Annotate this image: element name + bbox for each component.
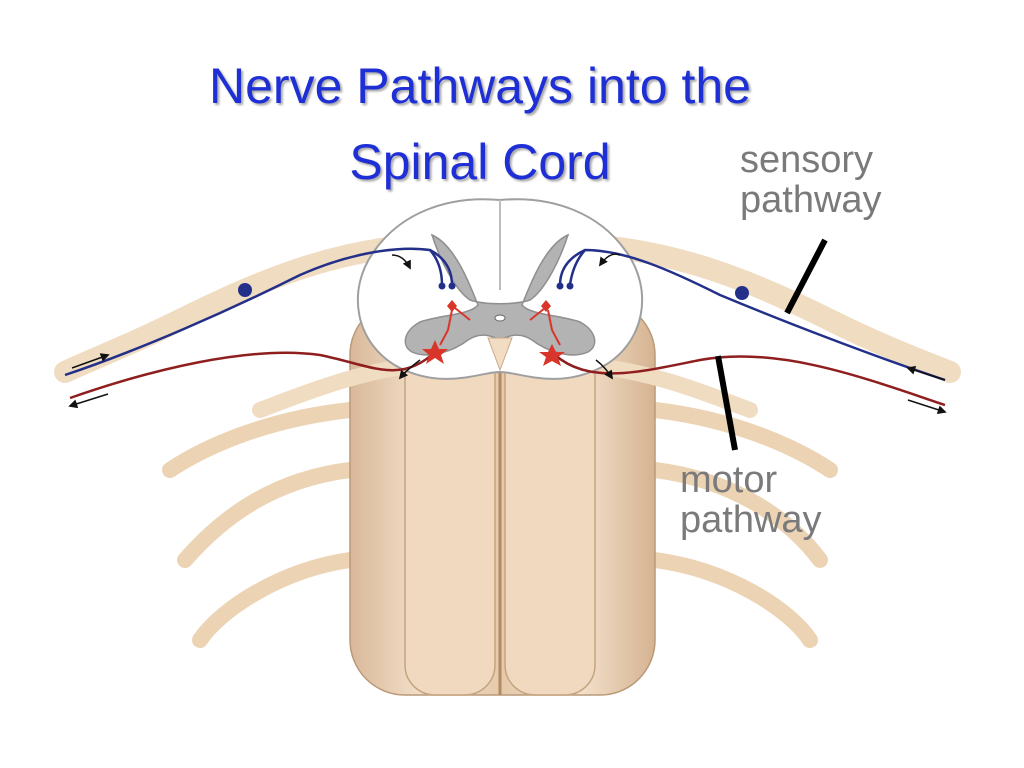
motor-pathway	[69, 351, 946, 407]
gray-matter	[404, 233, 596, 356]
motor-neurons	[422, 300, 565, 366]
slide-title-line-1: Nerve Pathways into the	[209, 58, 751, 114]
slide-title: Nerve Pathways into the Spinal Cord	[60, 48, 900, 200]
interneurons	[439, 307, 561, 346]
motor-label-line-2: pathway	[680, 499, 822, 541]
motor-pathway-pointer	[715, 355, 738, 451]
motor-pathway-label: motor pathway	[680, 460, 822, 540]
sensory-pathway-label: sensory pathway	[740, 140, 882, 220]
ventral-fissure-notch	[487, 337, 513, 372]
sensory-label-line-2: pathway	[740, 179, 882, 221]
lower-nerve-roots	[162, 402, 838, 648]
sensory-label-line-1: sensory	[740, 139, 874, 181]
spinal-cord-front-column-left	[404, 344, 496, 696]
sensory-ganglion-left	[238, 283, 252, 297]
slide-title-line-2: Spinal Cord	[349, 134, 611, 190]
sensory-ganglion-right	[735, 286, 749, 300]
sensory-pathway-pointer	[784, 238, 828, 315]
signal-direction-arrows	[68, 253, 947, 415]
sensory-terminal-dot	[438, 282, 446, 290]
sensory-terminal-dot	[566, 282, 574, 290]
sensory-terminal-dot	[448, 282, 456, 290]
motor-label-line-1: motor	[680, 459, 778, 501]
sensory-pathway	[64, 247, 946, 382]
central-canal	[494, 314, 506, 322]
sensory-terminal-dot	[556, 282, 564, 290]
spinal-cord-front-column-right	[504, 344, 596, 696]
